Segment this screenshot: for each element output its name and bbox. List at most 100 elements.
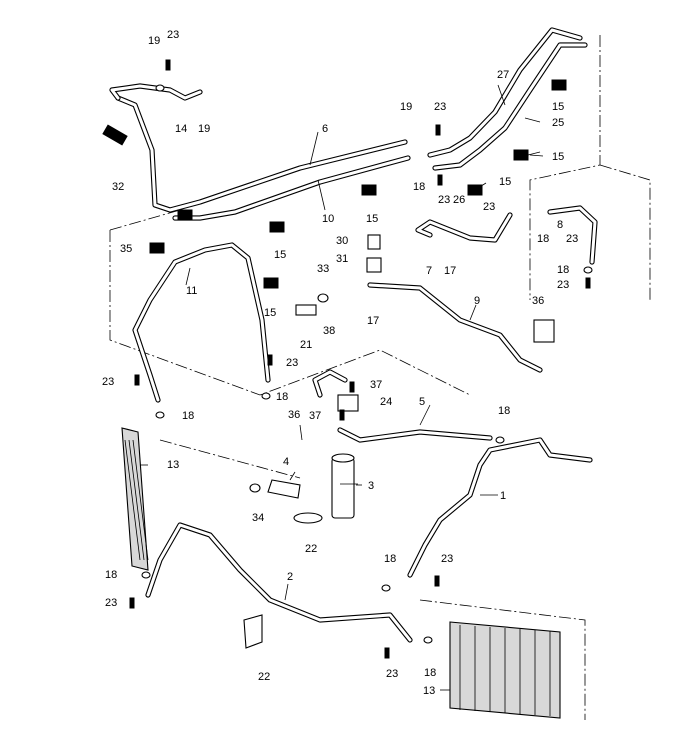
clip	[269, 221, 285, 233]
callout-number: 18	[498, 405, 510, 417]
o-ring	[495, 436, 505, 444]
callout-number: 7	[426, 265, 432, 277]
callout-number: 23	[167, 29, 179, 41]
o-ring	[261, 392, 271, 400]
refrigerant-lines	[109, 27, 598, 643]
callout-number: 1	[500, 490, 506, 502]
bolt	[267, 354, 273, 366]
callout-number: 13	[423, 685, 435, 697]
bolt	[384, 647, 390, 659]
callout-number: 21	[300, 339, 312, 351]
clip	[177, 209, 193, 221]
expansion-valve	[337, 394, 359, 412]
callout-number: 23	[286, 357, 298, 369]
callout-number: 11	[186, 285, 197, 297]
condenser-left	[121, 427, 149, 571]
callout-number: 13	[167, 459, 179, 471]
callout-number: 22	[305, 543, 317, 555]
condenser-right	[449, 621, 561, 719]
callout-number: 31	[336, 253, 348, 265]
o-ring	[381, 584, 391, 592]
callout-number: 18	[105, 569, 117, 581]
callout-number: 23	[557, 279, 569, 291]
callout-number: 38	[323, 325, 335, 337]
callout-number: 18	[537, 233, 549, 245]
callout-number: 15	[274, 249, 286, 261]
clip	[551, 79, 567, 91]
callout-number: 36	[288, 409, 300, 421]
callout-number: 15	[499, 176, 511, 188]
callout-number: 5	[419, 396, 425, 408]
callout-number: 22	[258, 671, 270, 683]
callout-number: 23	[566, 233, 578, 245]
leader-lines	[140, 84, 544, 691]
bolt	[349, 381, 355, 393]
o-ring	[583, 266, 593, 274]
callout-number: 36	[532, 295, 544, 307]
callout-number: 35	[120, 243, 132, 255]
callout-number: 15	[366, 213, 378, 225]
callout-number: 23	[441, 553, 453, 565]
callout-number: 34	[252, 512, 264, 524]
o-ring	[155, 411, 165, 419]
clip	[361, 184, 377, 196]
bolt	[339, 409, 345, 421]
o-ring	[155, 84, 165, 92]
o-ring	[423, 636, 433, 644]
callout-number: 4	[283, 456, 289, 468]
callout-number: 19	[400, 101, 412, 113]
bolt	[129, 597, 135, 609]
callout-number: 17	[367, 315, 379, 327]
clamp	[293, 512, 323, 524]
callout-number: 2	[287, 571, 293, 583]
pressure-switch	[295, 304, 317, 316]
retainer	[533, 319, 555, 343]
callout-number: 8	[557, 219, 563, 231]
callout-number: 15	[552, 101, 564, 113]
clip	[263, 277, 279, 289]
callout-number: 23	[434, 101, 446, 113]
hose-clamp	[102, 124, 128, 146]
o-ring	[249, 483, 261, 493]
callout-number: 18	[557, 264, 569, 276]
clip	[149, 242, 165, 254]
callout-number: 33	[317, 263, 329, 275]
o-ring	[141, 571, 151, 579]
callout-number: 26	[453, 194, 465, 206]
callout-number: 10	[322, 213, 334, 225]
callout-number: 19	[148, 35, 160, 47]
clip	[467, 184, 483, 196]
o-ring	[317, 293, 329, 303]
callout-number: 19	[198, 123, 210, 135]
callout-number: 27	[497, 69, 509, 81]
callout-number: 18	[384, 553, 396, 565]
service-valve-body	[366, 257, 382, 273]
callout-number: 23	[102, 376, 114, 388]
bracket	[267, 479, 301, 499]
components	[102, 59, 593, 719]
callout-number: 6	[322, 123, 328, 135]
callout-number: 24	[380, 396, 392, 408]
bolt	[134, 374, 140, 386]
callout-number: 18	[276, 391, 288, 403]
callout-number: 15	[264, 307, 276, 319]
callout-number: 25	[552, 117, 564, 129]
callout-number: 23	[386, 668, 398, 680]
callout-number: 37	[370, 379, 382, 391]
mounting-bracket	[243, 614, 263, 649]
callout-number: 15	[552, 151, 564, 163]
callout-number: 9	[474, 295, 480, 307]
service-valve	[367, 234, 381, 250]
callout-number: 23	[105, 597, 117, 609]
receiver-dryer	[331, 453, 355, 519]
bolt	[434, 575, 440, 587]
callout-number: 18	[182, 410, 194, 422]
callout-number: 23	[438, 194, 450, 206]
callout-number: 18	[424, 667, 436, 679]
clip	[513, 149, 529, 161]
callout-number: 23	[483, 201, 495, 213]
callout-number: 37	[309, 410, 321, 422]
reference-outlines	[109, 35, 651, 720]
callout-number: 3	[368, 480, 374, 492]
